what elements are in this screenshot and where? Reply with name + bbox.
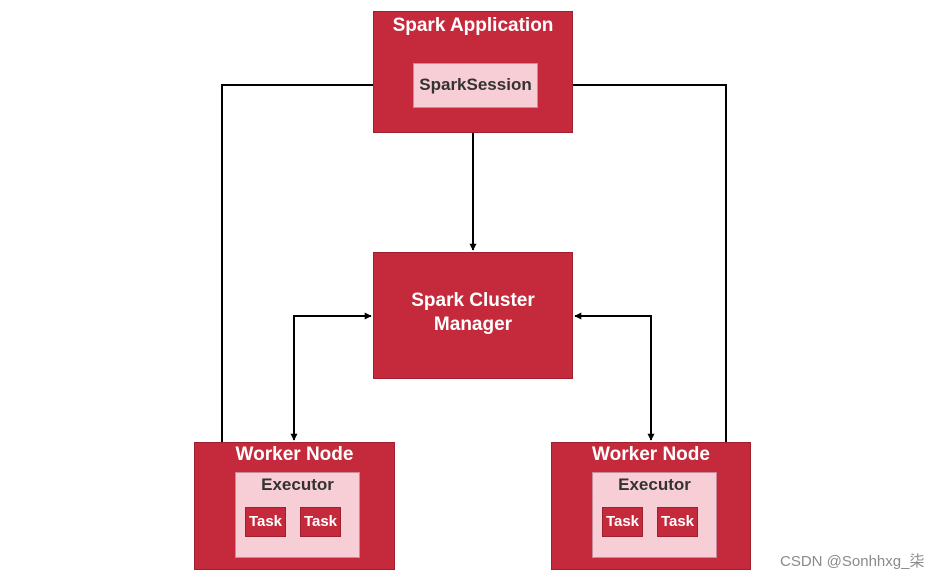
connector-manager-worker2 <box>574 312 655 441</box>
task-1a: Task <box>245 507 286 537</box>
cluster-manager-node: Spark Cluster Manager <box>373 252 573 379</box>
task-2a: Task <box>602 507 643 537</box>
cluster-manager-label-line2: Manager <box>433 314 513 335</box>
worker-node-2: Worker Node Executor Task Task <box>551 442 751 570</box>
watermark-text: CSDN @Sonhhxg_柒 <box>780 553 925 570</box>
executor-2-label: Executor <box>618 475 691 494</box>
spark-application-node: Spark Application SparkSession <box>373 11 573 133</box>
task-1b: Task <box>300 507 341 537</box>
executor-1: Executor Task Task <box>235 472 360 558</box>
task-2b: Task <box>657 507 698 537</box>
worker-node-1-title: Worker Node <box>235 444 354 465</box>
executor-2: Executor Task Task <box>592 472 717 558</box>
worker-node-2-title: Worker Node <box>592 444 710 465</box>
spark-application-title: Spark Application <box>392 15 554 36</box>
worker-node-1: Worker Node Executor Task Task <box>194 442 395 570</box>
connector-manager-worker1 <box>290 312 372 441</box>
executor-1-label: Executor <box>261 475 334 494</box>
spark-session-node: SparkSession <box>413 63 538 108</box>
cluster-manager-label-line1: Spark Cluster <box>411 290 535 311</box>
spark-session-label: SparkSession <box>419 75 532 94</box>
